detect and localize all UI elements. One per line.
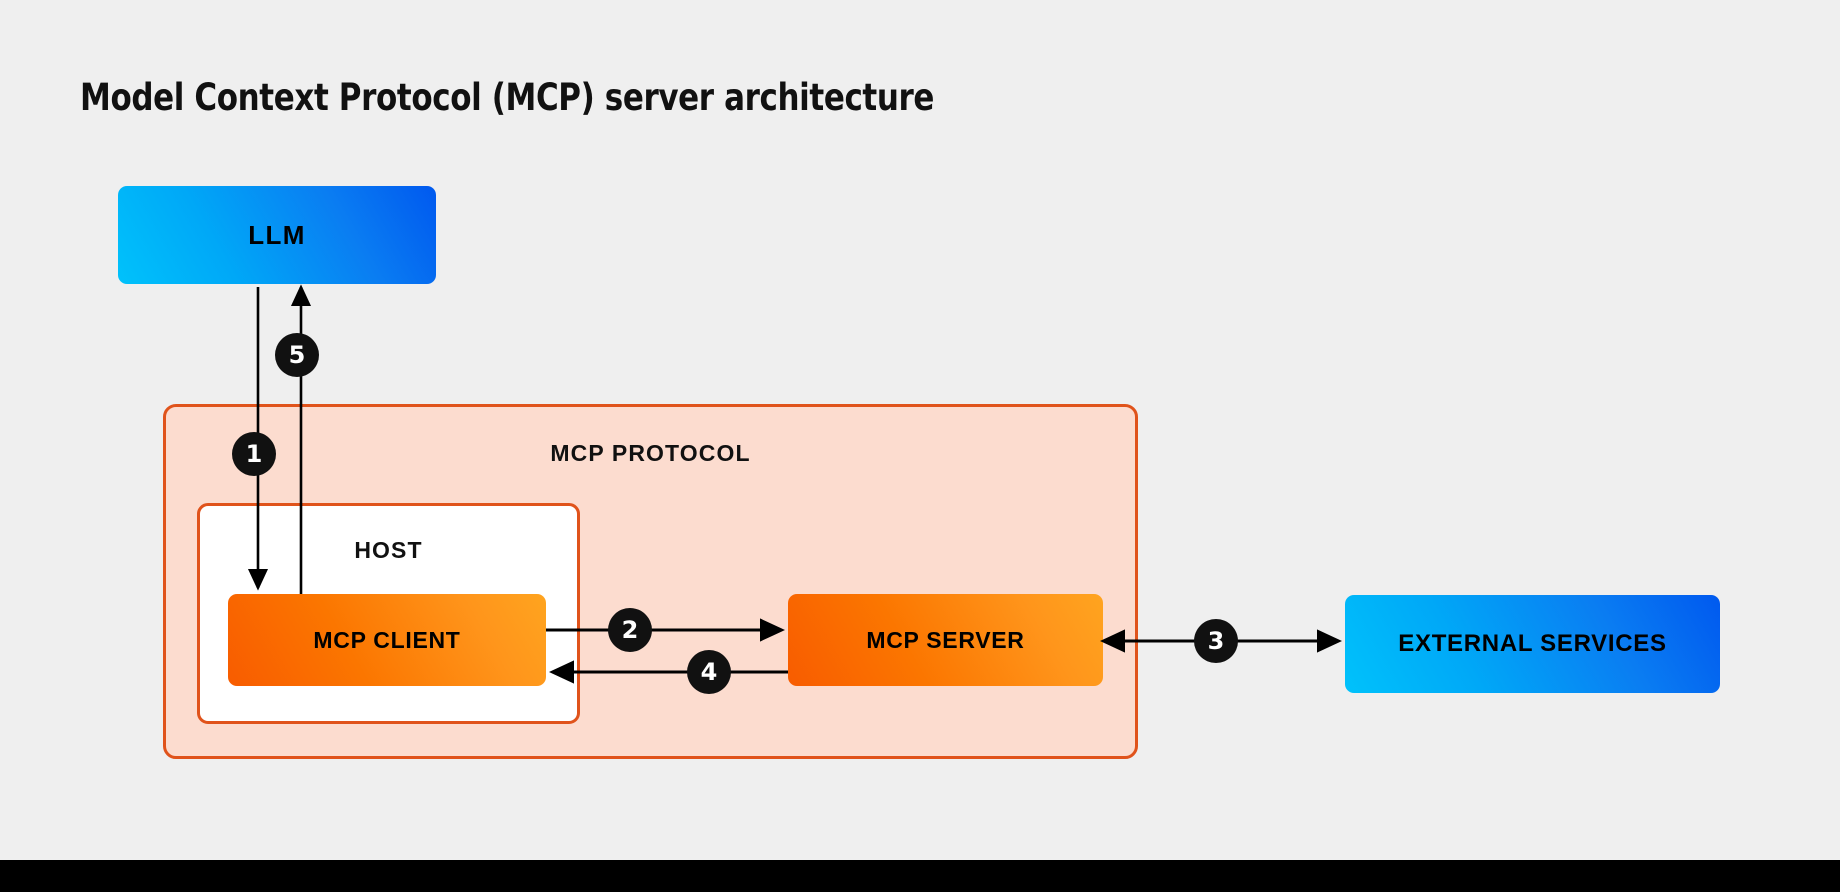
step-badge-4: 4 [687,650,731,694]
node-external-services[interactable]: EXTERNAL SERVICES [1345,595,1720,693]
container-mcp-protocol-label: MCP PROTOCOL [550,440,751,466]
node-mcp-client-label: MCP CLIENT [313,626,461,653]
node-llm-label: LLM [248,219,306,250]
node-external-services-label: EXTERNAL SERVICES [1398,630,1667,657]
node-mcp-client[interactable]: MCP CLIENT [228,594,546,686]
step-badge-3: 3 [1194,619,1238,663]
node-llm[interactable]: LLM [118,186,436,284]
bottom-bar [0,860,1840,892]
step-badge-1: 1 [232,432,276,476]
step-badge-2: 2 [608,608,652,652]
page-title: Model Context Protocol (MCP) server arch… [80,76,935,119]
node-mcp-server-label: MCP SERVER [866,626,1025,653]
node-mcp-server[interactable]: MCP SERVER [788,594,1103,686]
step-badge-5: 5 [275,333,319,377]
container-host-label: HOST [354,537,423,563]
